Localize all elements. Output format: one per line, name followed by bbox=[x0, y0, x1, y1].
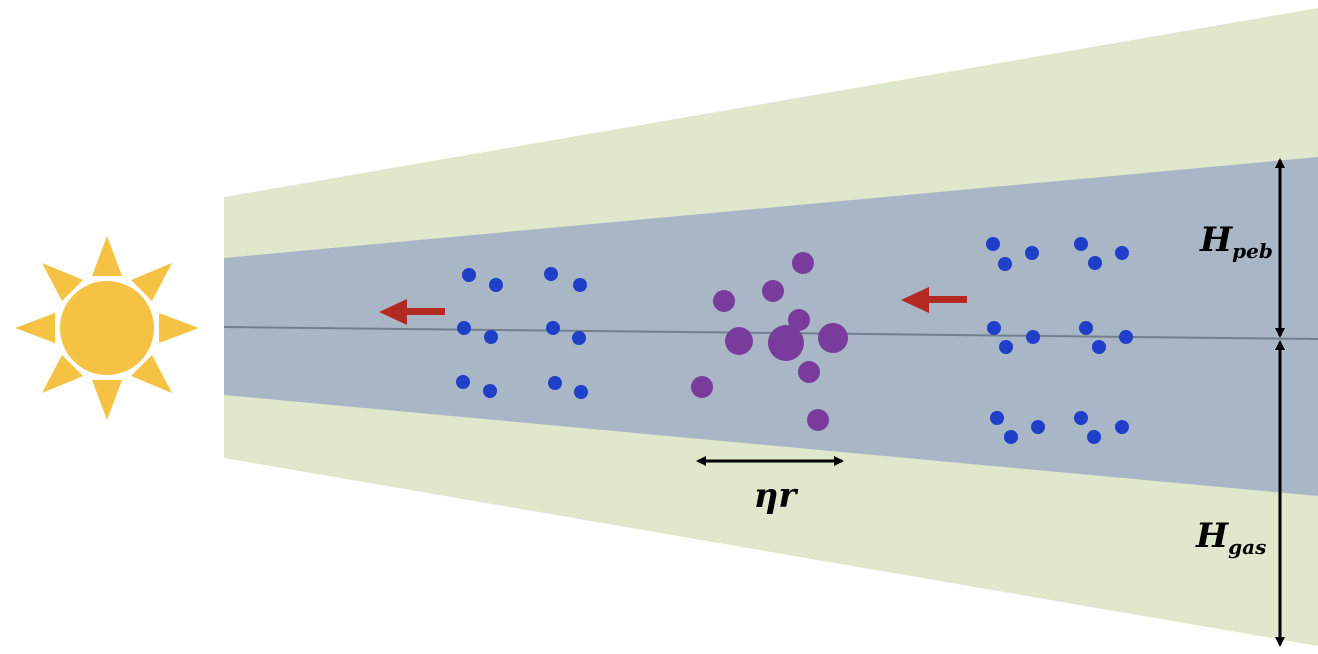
pebble-clump bbox=[691, 252, 848, 431]
pebble bbox=[1115, 246, 1129, 260]
pebble bbox=[544, 267, 558, 281]
pebble bbox=[574, 385, 588, 399]
pebble bbox=[489, 278, 503, 292]
pebble bbox=[548, 376, 562, 390]
clump-pebble bbox=[818, 323, 848, 353]
pebble bbox=[1026, 330, 1040, 344]
clump-pebble bbox=[768, 325, 804, 361]
left-arrow-icon bbox=[901, 287, 967, 313]
pebble bbox=[457, 321, 471, 335]
pebble bbox=[1004, 430, 1018, 444]
pebble bbox=[1074, 411, 1088, 425]
pebble bbox=[1079, 321, 1093, 335]
pebble bbox=[1088, 256, 1102, 270]
h-gas-label: Hgas bbox=[1195, 516, 1266, 559]
pebble-layer-wedge bbox=[224, 157, 1318, 496]
sun-icon bbox=[15, 236, 199, 420]
pebble bbox=[456, 375, 470, 389]
pebble bbox=[484, 330, 498, 344]
clump-pebble bbox=[725, 327, 753, 355]
pebble bbox=[998, 257, 1012, 271]
left-arrow-icon bbox=[379, 299, 445, 325]
clump-pebble bbox=[792, 252, 814, 274]
pebble bbox=[987, 321, 1001, 335]
pebble bbox=[1087, 430, 1101, 444]
pebble bbox=[546, 321, 560, 335]
pebble bbox=[1031, 420, 1045, 434]
clump-pebble bbox=[807, 409, 829, 431]
pebble bbox=[1092, 340, 1106, 354]
pebble bbox=[483, 384, 497, 398]
pebble bbox=[1025, 246, 1039, 260]
pebble bbox=[1074, 237, 1088, 251]
clump-pebble bbox=[788, 309, 810, 331]
clump-pebble bbox=[691, 376, 713, 398]
pebble bbox=[573, 278, 587, 292]
pebble-group-right bbox=[986, 237, 1133, 444]
pebble bbox=[986, 237, 1000, 251]
eta-r-label: ηr bbox=[754, 476, 799, 516]
h-peb-label: Hpeb bbox=[1199, 220, 1273, 263]
clump-pebble bbox=[762, 280, 784, 302]
pebble bbox=[1119, 330, 1133, 344]
pebble bbox=[462, 268, 476, 282]
pebble-group-left bbox=[456, 267, 588, 399]
pebble bbox=[990, 411, 1004, 425]
midplane-line bbox=[223, 326, 1318, 340]
pebble bbox=[999, 340, 1013, 354]
clump-pebble bbox=[798, 361, 820, 383]
pebble bbox=[1115, 420, 1129, 434]
pebble bbox=[572, 331, 586, 345]
clump-pebble bbox=[713, 290, 735, 312]
